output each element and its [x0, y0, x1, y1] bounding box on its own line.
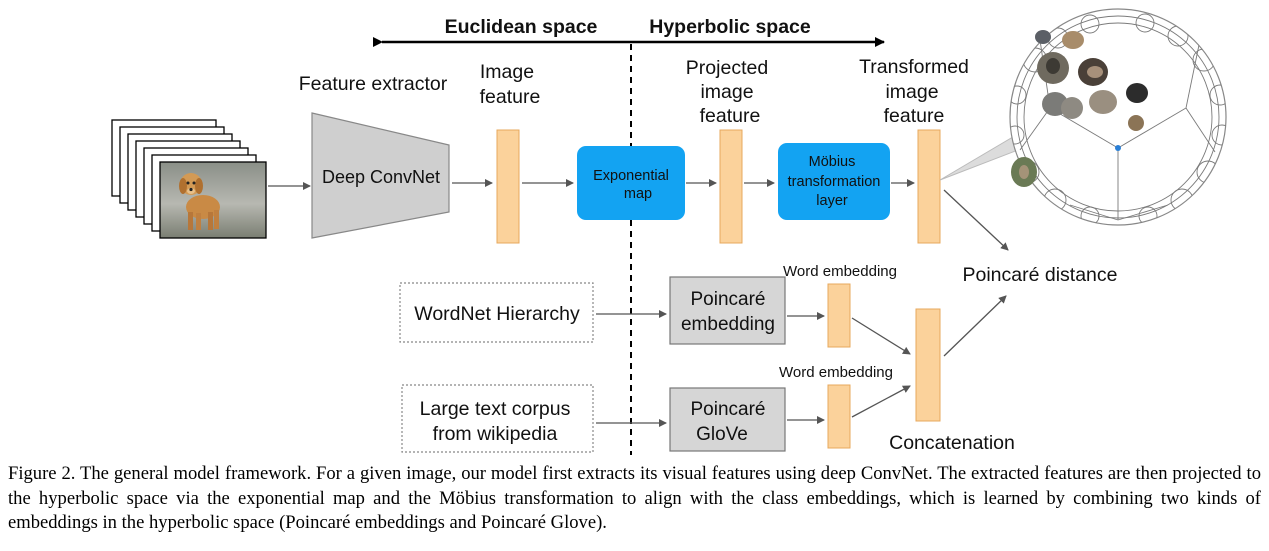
poincare-glove-label-line1: Poincaré: [691, 399, 766, 420]
projected-label-line2: image: [700, 81, 753, 103]
euclidean-space-label: Euclidean space: [445, 16, 598, 38]
transformed-feature-vector: [917, 129, 941, 244]
arrow-word-bottom-to-concat: [851, 385, 911, 418]
arrow-concat-to-distance: [943, 295, 1007, 357]
poincare-disk-icon: [1009, 8, 1227, 226]
text-corpus-box: [401, 384, 594, 453]
text-corpus-label-line2: from wikipedia: [433, 423, 558, 445]
wordnet-hierarchy-label: WordNet Hierarchy: [414, 303, 580, 325]
mobius-label-line2: transformation: [788, 174, 881, 190]
poincare-embedding-box: [669, 276, 786, 345]
image-stack: [111, 119, 267, 239]
poincare-glove-label-line2: GloVe: [696, 424, 748, 445]
arrow-transformed-to-distance: [943, 189, 1009, 251]
word-embedding-label-top: Word embedding: [783, 263, 897, 280]
concatenation-vector: [915, 308, 941, 422]
concatenation-label: Concatenation: [889, 432, 1015, 454]
projected-feature-vector: [719, 129, 743, 244]
disk-callout: [939, 133, 1019, 181]
poincare-embedding-label-line1: Poincaré: [691, 289, 766, 310]
puppy-photo-icon: [159, 161, 267, 239]
word-embedding-vector-top: [827, 283, 851, 348]
image-feature-vector: [496, 129, 520, 244]
poincare-glove-box: [669, 387, 786, 452]
mobius-label-line1: Möbius: [809, 154, 856, 170]
deep-convnet-trapezoid: [311, 112, 450, 239]
mobius-label-line3: layer: [816, 193, 848, 209]
word-embedding-vector-bottom: [827, 384, 851, 449]
transformed-label-line1: Transformed: [859, 56, 969, 78]
projected-label-line1: Projected: [686, 57, 768, 79]
exponential-map-label-line2: map: [624, 186, 652, 202]
model-framework-diagram: Euclidean space Hyperbolic space Feature…: [111, 8, 1227, 455]
arrow-word-top-to-concat: [851, 317, 911, 355]
image-feature-label-line2: feature: [480, 86, 541, 108]
poincare-embedding-label-line2: embedding: [681, 314, 775, 335]
mobius-transformation-box: [778, 143, 890, 220]
transformed-label-line2: image: [885, 81, 938, 103]
image-feature-label-line1: Image: [480, 61, 534, 83]
wordnet-hierarchy-box: [399, 282, 594, 343]
projected-label-line3: feature: [700, 105, 761, 127]
exponential-map-box: [577, 146, 685, 220]
transformed-label-line3: feature: [884, 105, 945, 127]
deep-convnet-label: Deep ConvNet: [322, 167, 440, 187]
poincare-distance-label: Poincaré distance: [962, 264, 1117, 286]
feature-extractor-label: Feature extractor: [299, 73, 448, 95]
text-corpus-label-line1: Large text corpus: [420, 398, 571, 420]
figure-caption: Figure 2. The general model framework. F…: [8, 463, 1261, 534]
word-embedding-label-bottom: Word embedding: [779, 364, 893, 381]
hyperbolic-space-label: Hyperbolic space: [649, 16, 811, 38]
exponential-map-label-line1: Exponential: [593, 168, 669, 184]
